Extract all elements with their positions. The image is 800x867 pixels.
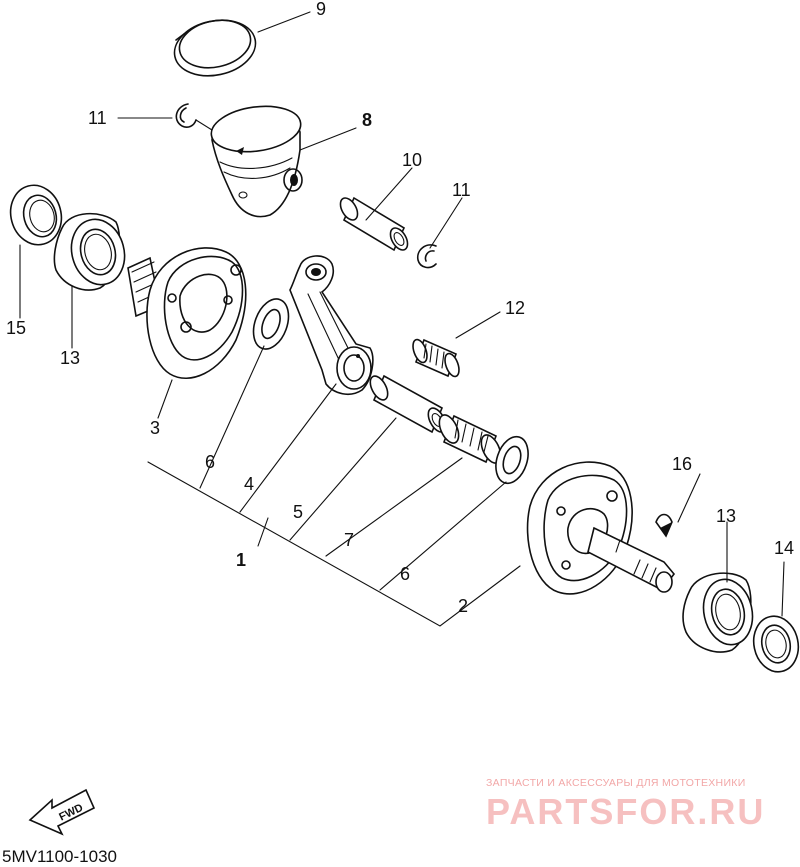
callout-2: 2 (458, 596, 468, 616)
callout-6-left: 6 (205, 452, 215, 472)
callout-1: 1 (236, 550, 246, 570)
callout-15: 15 (6, 318, 26, 338)
callout-16: 16 (672, 454, 692, 474)
crank-half-left (127, 247, 247, 379)
callout-11-upper: 11 (88, 108, 107, 128)
callout-14: 14 (774, 538, 794, 558)
callout-4: 4 (244, 474, 254, 494)
watermark-tagline: ЗАПЧАСТИ И АКСЕССУАРЫ ДЛЯ МОТОТЕХНИКИ (486, 777, 746, 789)
crank-half-right (526, 461, 676, 595)
drawing-code: 5MV1100-1030 (2, 847, 117, 866)
oil-seal-right (752, 615, 800, 673)
thrust-washer-left (252, 298, 290, 350)
leader-lines (19, 11, 785, 627)
bearing-left (53, 212, 126, 291)
callout-7: 7 (344, 530, 354, 550)
callout-5: 5 (293, 502, 303, 522)
callout-8: 8 (362, 110, 372, 130)
callout-6-right: 6 (400, 564, 410, 584)
connecting-rod (289, 255, 374, 396)
callout-10: 10 (402, 150, 422, 170)
callout-13-left: 13 (60, 348, 80, 368)
big-end-bearing (438, 414, 502, 464)
small-end-bearing (412, 338, 460, 378)
woodruff-key (655, 513, 673, 538)
piston-pin (339, 196, 409, 252)
fwd-arrow: FWD (28, 788, 96, 836)
watermark-brand: PARTSFOR.RU (486, 791, 765, 832)
callout-3: 3 (150, 418, 160, 438)
piston-ring (173, 19, 257, 77)
bearing-right (682, 572, 754, 653)
oil-seal-left (9, 184, 63, 246)
callout-numbers: 9 11 8 10 11 12 15 13 3 6 4 5 1 7 6 2 16… (6, 0, 794, 616)
watermark: ЗАПЧАСТИ И АКСЕССУАРЫ ДЛЯ МОТОТЕХНИКИ PA… (486, 777, 765, 832)
circlip-upper (175, 103, 197, 128)
crank-pin (369, 374, 447, 434)
callout-12: 12 (505, 298, 525, 318)
thrust-washer-right (495, 435, 529, 485)
piston (210, 105, 303, 218)
callout-13-right: 13 (716, 506, 736, 526)
callout-9: 9 (316, 0, 326, 19)
circlip-lower (416, 244, 437, 269)
callout-11-lower: 11 (452, 180, 471, 200)
